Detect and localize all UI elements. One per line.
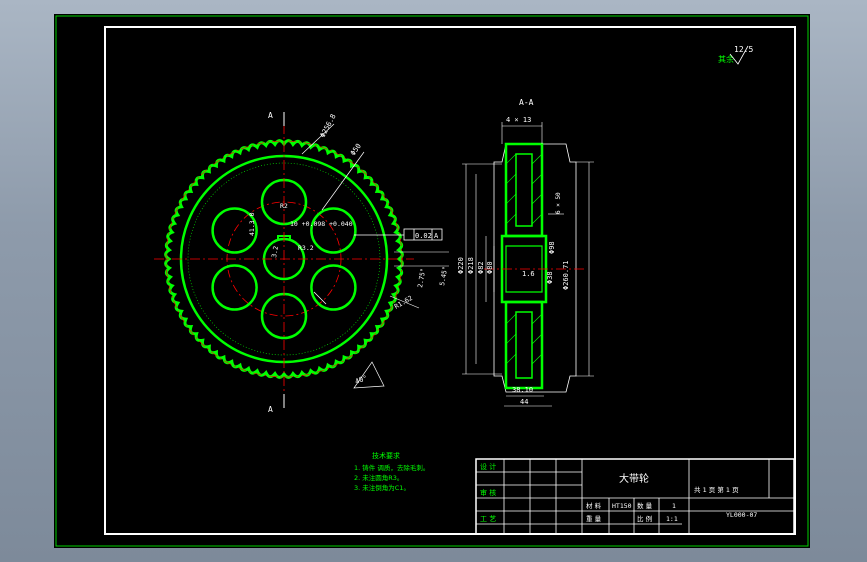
dim-keyway-width: 10 +0.098 +0.040	[290, 220, 353, 228]
tb-design-label: 设 计	[480, 462, 496, 471]
dim-d82: Φ82	[477, 261, 485, 274]
dim-width-bottom: 38.10	[512, 386, 533, 394]
tb-scale-label: 比 例	[637, 514, 652, 523]
tolerance-frame: 0.02 A	[354, 228, 443, 241]
dim-width-mid: 6 × 50	[555, 192, 562, 214]
dim-d98: Φ98	[548, 241, 556, 254]
dim-outer-d: Φ260.71	[562, 260, 570, 290]
title-block-text: 设 计 审 核 工 艺 大带轮 材 料 HT150 数 量 1 重 量 比 例 …	[480, 462, 757, 523]
note-1: 1. 铸件 调质，去除毛刺。	[354, 463, 429, 472]
dim-hub-r: 1.6	[522, 270, 535, 278]
dim-hole-diameter: Φ50	[349, 142, 363, 157]
dim-angle-40: 40°	[354, 374, 369, 386]
dim-width-total: 44	[520, 398, 528, 406]
dim-width-top: 4 × 13	[506, 116, 531, 124]
roughness-value: 12.5	[734, 45, 753, 54]
dim-radius-r32: R3.2	[298, 244, 314, 252]
lightening-hole	[310, 207, 357, 254]
outer-border	[55, 15, 809, 547]
tb-quantity-value: 1	[672, 502, 676, 510]
lightening-hole	[211, 264, 258, 311]
tol-value: 0.02	[415, 232, 432, 240]
section-hatch	[505, 153, 543, 365]
section-mark-bottom: A	[268, 405, 273, 414]
tb-scale-value: 1:1	[666, 515, 678, 523]
notes-title: 技术要求	[372, 451, 400, 460]
roughness-note: 其余	[718, 54, 734, 64]
dim-tip-diameter: Φ256.8	[319, 113, 338, 139]
tb-sheets: 共 1 页 第 1 页	[694, 485, 739, 494]
dim-key-depth: 41.3 0	[248, 212, 256, 236]
dim-bore: Φ38	[546, 271, 554, 284]
dim-radius-r2: R2	[280, 202, 288, 210]
tb-material-value: HT150	[612, 502, 632, 510]
tb-material-label: 材 料	[586, 501, 602, 510]
roughness-symbol: 其余 12.5	[718, 45, 753, 65]
section-label: A-A	[519, 98, 534, 107]
inner-frame	[104, 26, 796, 535]
dim-d80: Φ80	[486, 261, 494, 274]
note-2: 2. 未注圆角R3。	[354, 473, 403, 482]
dim-d218: Φ218	[467, 257, 475, 274]
section-mark-top: A	[268, 111, 273, 120]
lightening-holes	[211, 178, 357, 340]
gear-front-view: A A Φ256.8 Φ50 10 +0.098 +0.040 41.3 0 R…	[154, 111, 449, 414]
title-block	[475, 458, 795, 535]
dim-d220: Φ220	[457, 257, 465, 274]
tb-process-label: 工 艺	[480, 515, 496, 523]
technical-notes: 技术要求 1. 铸件 调质，去除毛刺。 2. 未注圆角R3。 3. 未注倒角为C…	[354, 451, 429, 492]
dim-angle-2: 5.45°	[438, 266, 449, 287]
tol-datum: A	[434, 232, 439, 240]
dim-angle-1: 2.75°	[416, 268, 427, 289]
tb-part-name: 大带轮	[619, 472, 649, 485]
tb-drawing-no: YL000-07	[726, 511, 757, 519]
tb-review-label: 审 核	[480, 488, 496, 497]
lightening-hole	[211, 207, 258, 254]
dim-chamfer: 3.2	[270, 245, 280, 258]
tb-weight-label: 重 量	[586, 515, 602, 523]
lightening-hole	[310, 264, 357, 311]
section-view: A-A	[457, 98, 594, 407]
cad-drawing-canvas: 其余 12.5 A A Φ256.8 Φ50 10 +0.098 +0.040 …	[54, 14, 810, 548]
tb-quantity-label: 数 量	[637, 501, 653, 510]
note-3: 3. 未注倒角为C1。	[354, 483, 410, 492]
